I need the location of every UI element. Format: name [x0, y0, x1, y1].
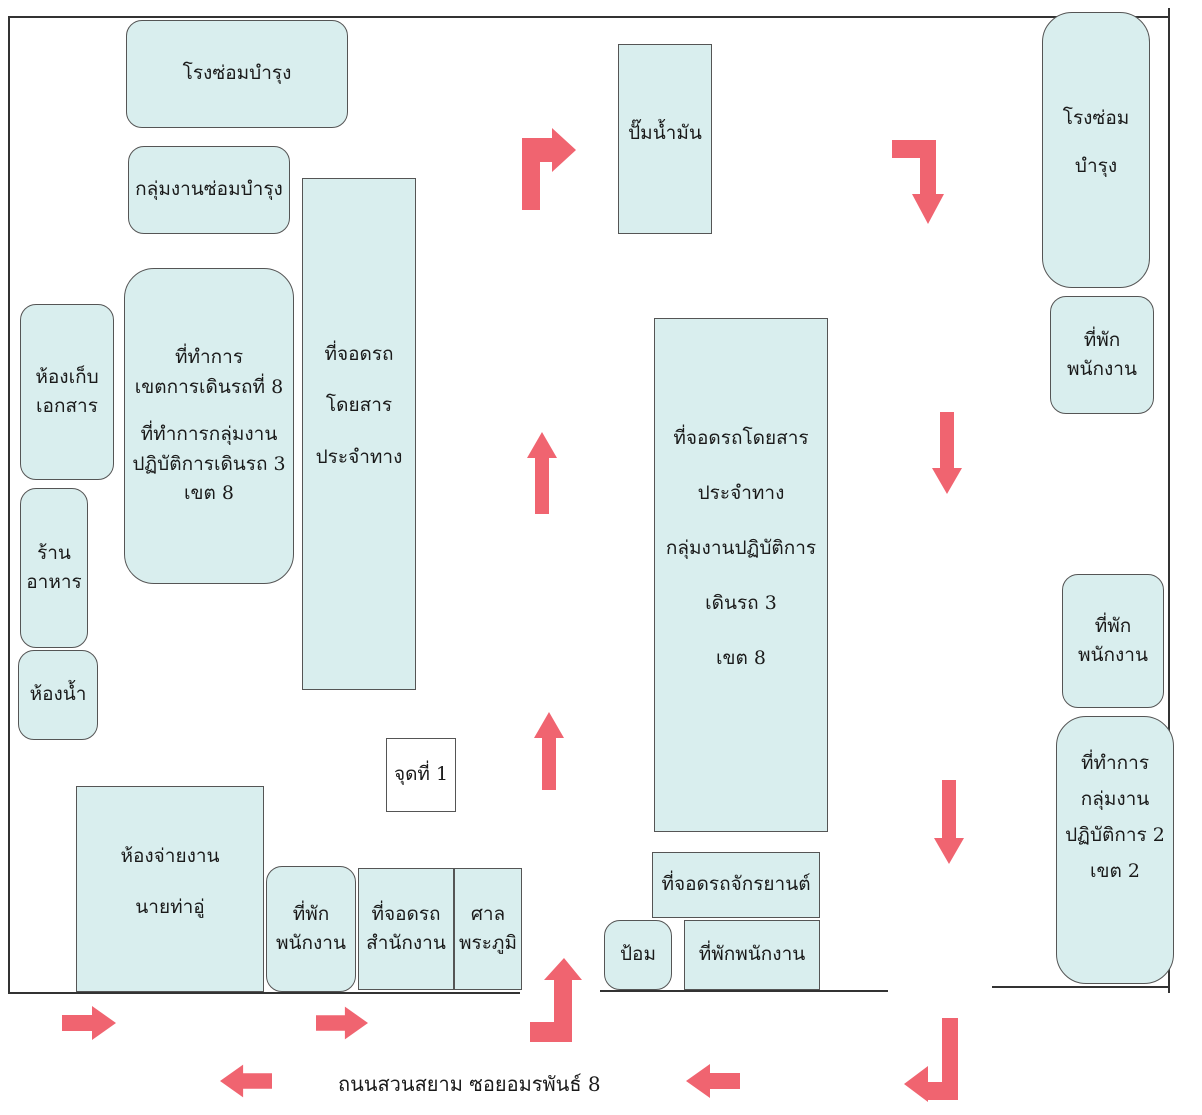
staff-rest-3-line-2: พนักงาน [276, 932, 346, 954]
staff-rest-1-line-1: ที่พัก [1083, 328, 1121, 351]
gas-pump-label: ปั๊มน้ำมัน [628, 122, 702, 144]
office-zone8-line-5: เขต 8 [184, 482, 234, 505]
motorcycle-parking-label: ที่จอดรถจักรยานต์ [661, 873, 811, 896]
bus-parking-center-line-5: เขต 8 [716, 647, 766, 670]
road-edge-left [8, 992, 520, 994]
repair-shop-top-label: โรงซ่อมบำรุง [182, 62, 292, 85]
office-group2-line-1: ที่ทำการ [1080, 752, 1150, 774]
office-group-2: ที่ทำการ กลุ่มงาน ปฏิบัติการ 2 เขต 2 [1056, 716, 1174, 984]
dispatch-room-line-1: ห้องจ่ายงาน [120, 845, 220, 867]
staff-rest-2-line-2: พนักงาน [1078, 644, 1148, 666]
staff-rest-1-line-2: พนักงาน [1067, 358, 1137, 380]
shrine-line-1: ศาล [470, 902, 506, 925]
staff-rest-3-line-1: ที่พัก [292, 902, 330, 925]
staff-rest-right-top: ที่พัก พนักงาน [1050, 296, 1154, 414]
left-boundary-line [8, 16, 10, 992]
arrow-down-lower [934, 780, 964, 864]
road-label: ถนนสวนสยาม ซอยอมรพันธ์ 8 [338, 1072, 601, 1096]
office-zone8-line-4: ปฏิบัติการเดินรถ 3 [132, 452, 286, 475]
document-room-line-2: เอกสาร [36, 395, 98, 417]
office-parking: ที่จอดรถ สำนักงาน [358, 868, 454, 990]
bus-parking-center: ที่จอดรถโดยสาร ประจำทาง กลุ่มงานปฏิบัติก… [654, 318, 828, 832]
office-group2-line-4: เขต 2 [1090, 860, 1140, 883]
office-zone-8: ที่ทำการ เขตการเดินรถที่ 8 ที่ทำการกลุ่ม… [124, 268, 294, 584]
dispatch-room-line-2: นายท่าอู่ [135, 896, 205, 919]
staff-rest-bottom-right: ที่พักพนักงาน [684, 920, 820, 990]
staff-rest-4-label: ที่พักพนักงาน [698, 943, 806, 966]
guard-post: ป้อม [604, 920, 672, 990]
bus-parking-center-line-1: ที่จอดรถโดยสาร [673, 427, 809, 449]
arrow-entry-bend [530, 958, 582, 1044]
bus-parking-center-line-3: กลุ่มงานปฏิบัติการ [665, 537, 817, 560]
restaurant-line-2: อาหาร [26, 571, 82, 593]
restaurant-line-1: ร้าน [37, 541, 71, 564]
shrine: ศาล พระภูมิ [454, 868, 522, 990]
arrow-road-right-2 [316, 1006, 368, 1040]
bus-parking-left-line-2: โดยสาร [325, 394, 393, 417]
road-edge-middle [600, 990, 888, 992]
top-boundary-line [8, 16, 1168, 18]
repair-group-office: กลุ่มงานซ่อมบำรุง [128, 146, 290, 234]
restroom-label: ห้องน้ำ [29, 683, 87, 706]
arrow-road-right-1 [62, 1006, 116, 1040]
repair-shop-right: โรงซ่อม บำรุง [1042, 12, 1150, 288]
motorcycle-parking: ที่จอดรถจักรยานต์ [652, 852, 820, 918]
right-boundary-line [1168, 8, 1170, 993]
arrow-road-left-1 [220, 1064, 272, 1098]
restroom: ห้องน้ำ [18, 650, 98, 740]
dispatch-room: ห้องจ่ายงาน นายท่าอู่ [76, 786, 264, 992]
restaurant: ร้าน อาหาร [20, 488, 88, 648]
office-zone8-line-2: เขตการเดินรถที่ 8 [134, 375, 284, 398]
office-zone8-line-3: ที่ทำการกลุ่มงาน [140, 423, 278, 446]
gas-pump: ปั๊มน้ำมัน [618, 44, 712, 234]
staff-rest-right-mid: ที่พัก พนักงาน [1062, 574, 1164, 708]
document-room-line-1: ห้องเก็บ [35, 365, 99, 388]
office-zone8-line-1: ที่ทำการ [174, 346, 244, 369]
arrow-road-left-2 [686, 1064, 740, 1098]
repair-shop-top: โรงซ่อมบำรุง [126, 20, 348, 128]
arrow-exit-bend [904, 1018, 958, 1102]
arrow-down-mid [932, 412, 962, 494]
arrow-up-lower [534, 712, 564, 790]
office-parking-line-1: ที่จอดรถ [371, 902, 441, 925]
point-1-marker: จุดที่ 1 [386, 738, 456, 812]
office-parking-line-2: สำนักงาน [366, 932, 446, 954]
bus-parking-left-line-3: ประจำทาง [315, 445, 403, 468]
bus-parking-center-line-2: ประจำทาง [697, 482, 785, 505]
arrow-up-mid [527, 432, 557, 514]
staff-rest-bottom-left: ที่พัก พนักงาน [266, 866, 356, 992]
road-edge-right [992, 986, 1168, 988]
arrow-top-left-bend [522, 128, 576, 210]
staff-rest-2-line-1: ที่พัก [1094, 614, 1132, 637]
document-room: ห้องเก็บ เอกสาร [20, 304, 114, 480]
repair-shop-right-line-1: โรงซ่อม [1062, 107, 1130, 129]
guard-post-label: ป้อม [620, 943, 656, 966]
bus-parking-center-line-4: เดินรถ 3 [705, 592, 777, 615]
repair-group-label: กลุ่มงานซ่อมบำรุง [135, 178, 283, 201]
point-1-label: จุดที่ 1 [393, 763, 449, 786]
shrine-line-2: พระภูมิ [459, 932, 517, 954]
arrow-top-right-bend [892, 140, 944, 224]
bus-parking-left: ที่จอดรถ โดยสาร ประจำทาง [302, 178, 416, 690]
office-group2-line-3: ปฏิบัติการ 2 [1065, 824, 1165, 847]
office-group2-line-2: กลุ่มงาน [1080, 788, 1150, 811]
bus-parking-left-line-1: ที่จอดรถ [324, 343, 394, 365]
repair-shop-right-line-2: บำรุง [1074, 154, 1118, 177]
